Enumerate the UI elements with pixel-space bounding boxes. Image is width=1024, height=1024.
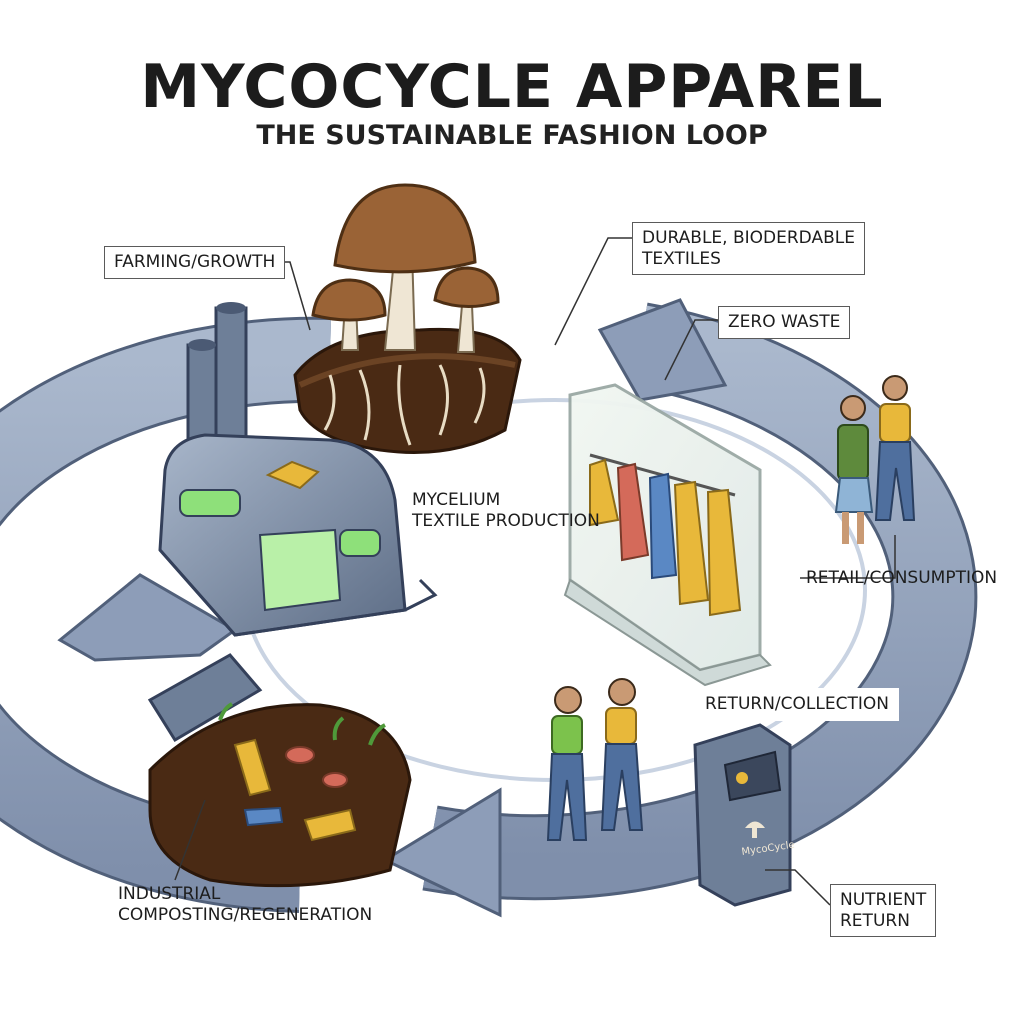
- label-return-collection: RETURN/COLLECTION: [695, 688, 899, 721]
- label-industrial-composting: INDUSTRIAL COMPOSTING/REGENERATION: [118, 884, 373, 925]
- mushroom-soil-island: [293, 183, 522, 454]
- loop-ring: [0, 302, 978, 913]
- compost-soil-pile: [147, 653, 412, 888]
- label-zero-waste: ZERO WASTE: [718, 306, 851, 339]
- label-durable-textiles: DURABLE, BIODERDABLE TEXTILES: [632, 222, 865, 276]
- label-retail-consumption: RETAIL/CONSUMPTION: [806, 568, 998, 588]
- page-title: MYCOCYCLE APPAREL: [140, 52, 884, 122]
- loop-arrow-bottom: [381, 787, 502, 918]
- people-returning: [546, 678, 644, 841]
- loop-arrow-left: [57, 573, 238, 662]
- page-subtitle: THE SUSTAINABLE FASHION LOOP: [256, 120, 768, 151]
- textile-factory: [158, 302, 438, 637]
- glass-display-case: [563, 383, 772, 687]
- collection-bin: MycoCycle: [693, 723, 795, 907]
- label-farming-growth: FARMING/GROWTH: [104, 246, 286, 279]
- label-mycelium-production: MYCELIUM TEXTILE PRODUCTION: [412, 490, 600, 531]
- loop-arrow-top-right: [597, 298, 728, 402]
- shoppers-retail: [834, 375, 916, 544]
- label-nutrient-return: NUTRIENT RETURN: [830, 884, 937, 938]
